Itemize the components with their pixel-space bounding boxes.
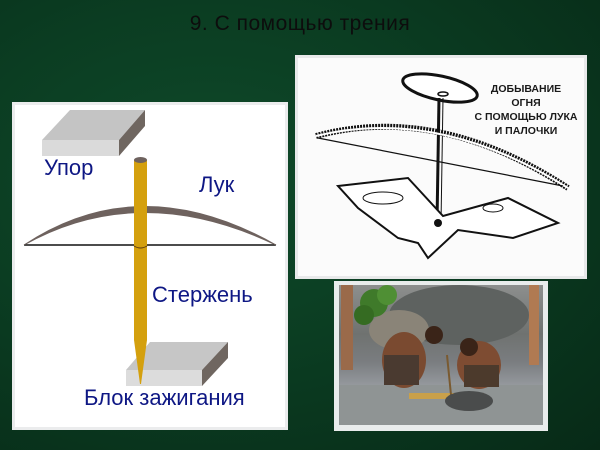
fire-making-photo [339,285,543,425]
label-rod: Стержень [152,282,253,307]
bow-drill-diagram: Упор Лук Стержень Блок зажигания [12,102,288,430]
label-bow: Лук [199,172,235,197]
sketch-caption-line: И ПАЛОЧКИ [494,125,558,137]
sketch-caption-line: ДОБЫВАНИЕ [490,83,562,95]
fire-making-photo-frame [334,281,548,431]
label-ignition-block: Блок зажигания [84,385,245,410]
bow-arc [23,206,277,246]
label-stop: Упор [44,155,94,180]
stop-block-shape [42,110,145,156]
bow-drill-sketch: ДОБЫВАНИЕ ОГНЯ С ПОМОЩЬЮ ЛУКА И ПАЛОЧКИ [295,55,587,279]
sketch-caption: ДОБЫВАНИЕ ОГНЯ С ПОМОЩЬЮ ЛУКА И ПАЛОЧКИ [466,82,586,138]
sketch-caption-line: С ПОМОЩЬЮ ЛУКА [474,111,578,123]
bow-drill-sketch-graphic [315,72,570,260]
ignition-block-shape [126,342,228,386]
bow-drill-diagram-graphic [23,110,277,386]
sketch-caption-line: ОГНЯ [511,97,541,109]
slide-title: 9. С помощью трения [189,12,411,35]
rod-shape [134,160,147,384]
fire-making-photo-graphic [339,285,543,425]
